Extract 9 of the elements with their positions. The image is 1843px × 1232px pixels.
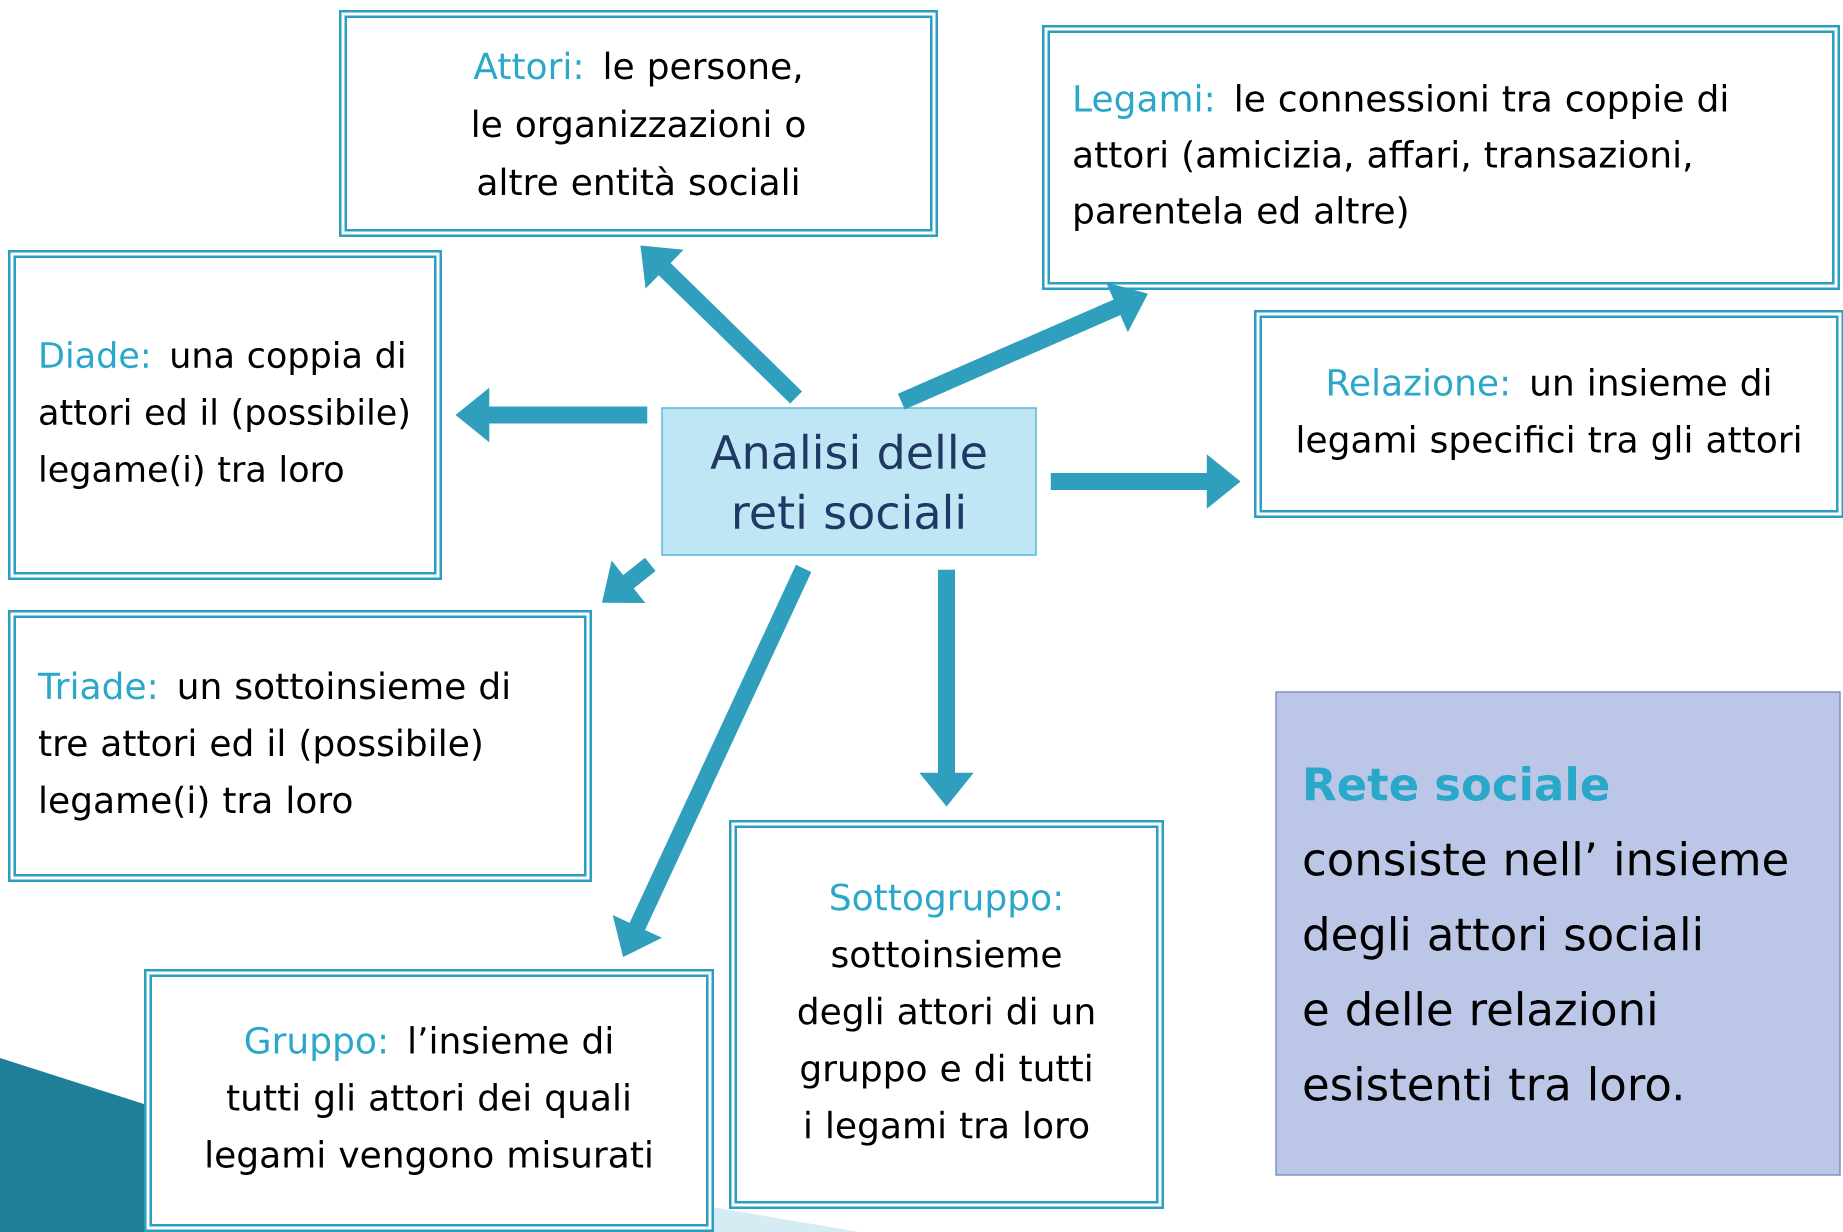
definition-box: Gruppo: l’insieme di tutti gli attori dei quali legami vengono misurati: [144, 969, 714, 1232]
topic-box: Analisi delle reti sociali: [661, 407, 1037, 556]
definition-box: Attori: le persone, le organizzazioni o altre entità sociali: [339, 10, 938, 237]
definition-box: Legami: le connessioni tra coppie di attori (amicizia, affari, transazioni, parentela ed altre): [1042, 25, 1840, 290]
definition-box: Diade: una coppia di attori ed il (possibile) legame(i) tra loro: [8, 250, 442, 580]
note-box: Rete sociale consiste nell’ insieme degli attori sociali e delle relazioni esistenti tra loro.: [1275, 691, 1841, 1176]
definition-box: Relazione: un insieme di legami specifici tra gli attori: [1254, 310, 1843, 518]
definition-box: Triade: un sottoinsieme di tre attori ed il (possibile) legame(i) tra loro: [8, 610, 592, 882]
definition-box: Sottogruppo: sottoinsieme degli attori di un gruppo e di tutti i legami tra loro: [729, 820, 1164, 1209]
